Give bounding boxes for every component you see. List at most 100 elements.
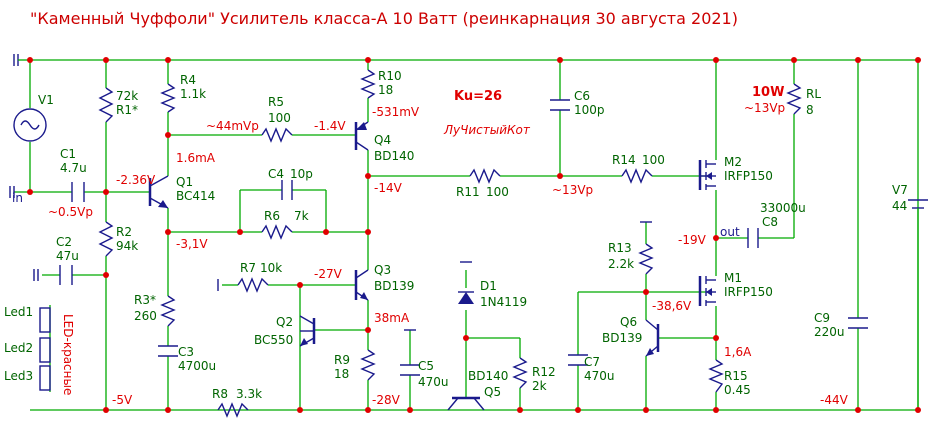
net-q3i: 38mA xyxy=(374,311,410,325)
label-m1-type: IRFP150 xyxy=(724,285,773,299)
author-label: ЛуЧистыйКот xyxy=(443,123,531,137)
net-n44: -44V xyxy=(820,393,849,407)
label-q3-type: BD139 xyxy=(374,279,414,293)
label-c5-name: C5 xyxy=(418,359,434,373)
label-led-note: LED-красные xyxy=(61,314,75,395)
label-r10-value: 18 xyxy=(378,83,393,97)
label-v7-value: 44 xyxy=(892,199,907,213)
label-c8-name: C8 xyxy=(762,215,778,229)
junction-dots xyxy=(27,57,921,413)
label-r9-name: R9 xyxy=(334,353,350,367)
label-q3-name: Q3 xyxy=(374,263,391,277)
net-q4c: -14V xyxy=(374,181,403,195)
net-out: out xyxy=(720,225,740,239)
net-n5: -5V xyxy=(112,393,133,407)
label-r4-value: 1.1k xyxy=(180,87,206,101)
label-rl-name: RL xyxy=(806,87,821,101)
label-r13-name: R13 xyxy=(608,241,632,255)
label-r3-name: R3* xyxy=(134,293,156,307)
label-r13-value: 2.2k xyxy=(608,257,634,271)
label-c4-name: C4 xyxy=(268,167,284,181)
label-v7-name: V7 xyxy=(892,183,908,197)
label-r2-value: 94k xyxy=(116,239,138,253)
label-c6-value: 100p xyxy=(574,103,605,117)
label-r4-name: R4 xyxy=(180,73,196,87)
component-symbols xyxy=(9,54,928,418)
label-c9-name: C9 xyxy=(814,311,830,325)
label-q5-name: Q5 xyxy=(484,385,501,399)
net-gate: ~13Vp xyxy=(552,183,593,197)
power-label: 10W xyxy=(752,85,784,100)
label-r9-value: 18 xyxy=(334,367,349,381)
net-vin: ~0.5Vp xyxy=(48,205,93,219)
label-q4-name: Q4 xyxy=(374,133,391,147)
label-r8-value: 3.3k xyxy=(236,387,262,401)
net-m1i: 1,6A xyxy=(724,345,752,359)
label-q1-name: Q1 xyxy=(176,175,193,189)
label-d1-type: 1N4119 xyxy=(480,295,527,309)
label-c6-name: C6 xyxy=(574,89,590,103)
label-led1: Led1 xyxy=(4,305,33,319)
label-r2-name: R2 xyxy=(116,225,132,239)
label-r7-name: R7 xyxy=(240,261,256,275)
label-q2-type: BC550 xyxy=(254,333,293,347)
label-r10-name: R10 xyxy=(378,69,402,83)
label-m2-name: M2 xyxy=(724,155,742,169)
net-q6: -38,6V xyxy=(652,299,692,313)
net-q4e: -531mV xyxy=(372,105,420,119)
label-c3-name: C3 xyxy=(178,345,194,359)
net-vout: ~13Vp xyxy=(744,101,785,115)
label-r15-value: 0.45 xyxy=(724,383,751,397)
label-r14-value: 100 xyxy=(642,153,665,167)
label-c3-value: 4700u xyxy=(178,359,216,373)
label-d1-name: D1 xyxy=(480,279,497,293)
label-c1-value: 4.7u xyxy=(60,161,87,175)
label-q5-type: BD140 xyxy=(468,369,508,383)
label-c2-value: 47u xyxy=(56,249,79,263)
schematic-title: "Каменный Чуффоли" Усилитель класса-А 10… xyxy=(30,9,738,28)
label-r12-name: R12 xyxy=(532,365,556,379)
label-led3: Led3 xyxy=(4,369,33,383)
label-r1-value: 72k xyxy=(116,89,138,103)
label-r14-name: R14 xyxy=(612,153,636,167)
label-rl-value: 8 xyxy=(806,103,814,117)
label-q1-type: BC414 xyxy=(176,189,215,203)
label-led2: Led2 xyxy=(4,341,33,355)
net-q1e: -3,1V xyxy=(176,237,208,251)
label-m1-name: M1 xyxy=(724,271,742,285)
label-c7-name: C7 xyxy=(584,355,600,369)
wires xyxy=(14,59,919,411)
label-c7-value: 470u xyxy=(584,369,615,383)
label-q6-type: BD139 xyxy=(602,331,642,345)
label-q6-name: Q6 xyxy=(620,315,637,329)
label-r6-name: R6 xyxy=(264,209,280,223)
label-c8-value: 33000u xyxy=(760,201,806,215)
label-v1: V1 xyxy=(38,93,54,107)
label-r15-name: R15 xyxy=(724,369,748,383)
net-in: in xyxy=(12,191,23,205)
net-out-dc: -19V xyxy=(678,233,707,247)
gain-label: Ku=26 xyxy=(454,89,502,104)
label-c5-value: 470u xyxy=(418,375,449,389)
label-c4-value: 10p xyxy=(290,167,313,181)
label-r5-name: R5 xyxy=(268,95,284,109)
net-r5: ~44mVp xyxy=(206,119,259,133)
label-c1-name: C1 xyxy=(60,147,76,161)
label-r11-value: 100 xyxy=(486,185,509,199)
label-r5-value: 100 xyxy=(268,111,291,125)
label-c2-name: C2 xyxy=(56,235,72,249)
net-n28: -28V xyxy=(372,393,401,407)
net-labels: in out ~0.5Vp -2.36V 1.6mA -3,1V ~44mVp … xyxy=(12,101,849,407)
net-q1i: 1.6mA xyxy=(176,151,216,165)
label-r1-name: R1* xyxy=(116,103,138,117)
label-r8-name: R8 xyxy=(212,387,228,401)
label-r6-value: 7k xyxy=(294,209,309,223)
net-q4b: -1.4V xyxy=(314,119,346,133)
label-q4-type: BD140 xyxy=(374,149,414,163)
net-q3b: -27V xyxy=(314,267,343,281)
net-q1b: -2.36V xyxy=(116,173,156,187)
label-c9-value: 220u xyxy=(814,325,845,339)
component-labels: V1 72k R1* C1 4.7u R2 94k C2 47u R4 1.1k… xyxy=(4,69,908,401)
label-r3-value: 260 xyxy=(134,309,157,323)
